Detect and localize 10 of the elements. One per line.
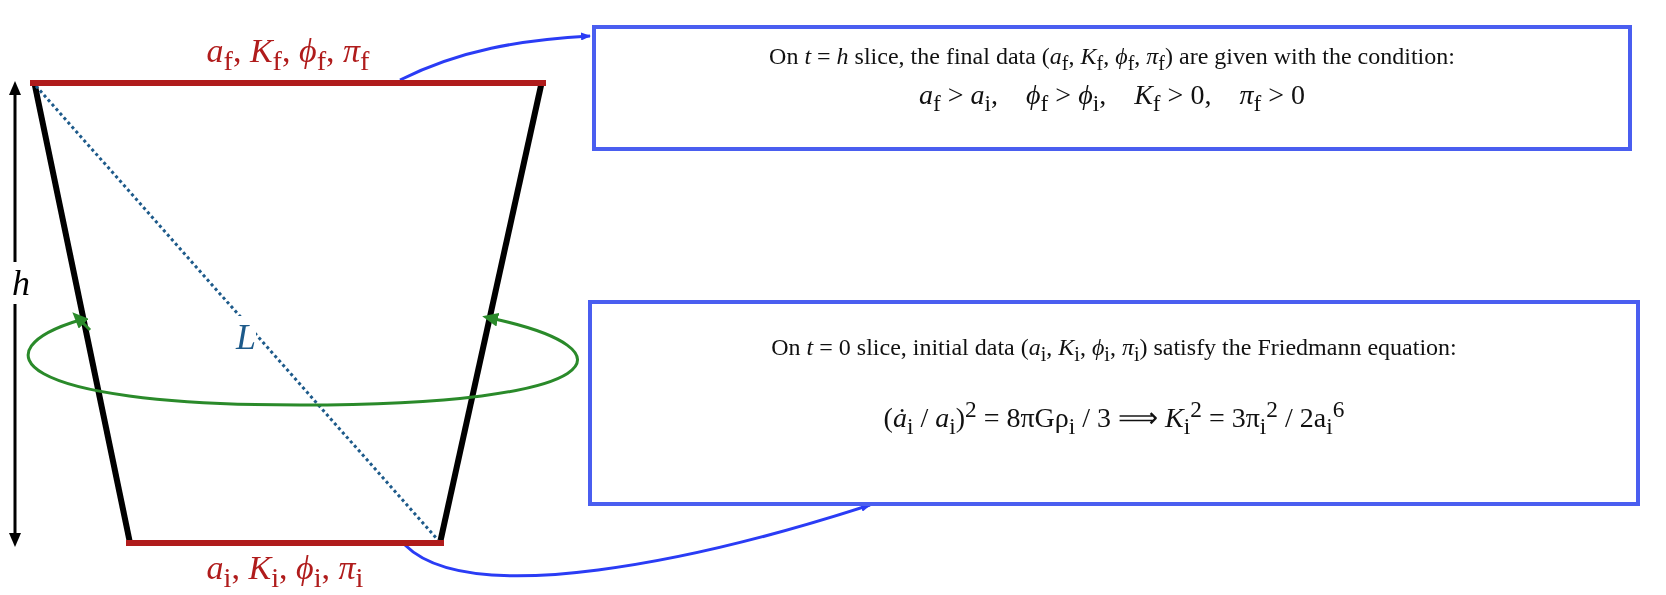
text-box: [588, 300, 1640, 506]
slice-line: a$_{i}$, K$_{i}$, ϕ$_{i}$, π$_{i}$: [126, 540, 444, 595]
dimension-label: h: [12, 262, 30, 304]
text-box: [592, 25, 1632, 151]
description-text: On t = 0 slice, initial data (a$_{i}$, K$_{i}$, ϕ$_{i}$, π$_{i}$) satisfy the Friedmann equation:: [770, 334, 1458, 366]
arrow: [399, 32, 591, 82]
description-text: On t = h slice, the final data (a$_{f}$, K$_{f}$, ϕ$_{f}$, π$_{f}$) are given with the condition:: [768, 43, 1456, 75]
slice-line: a$_{f}$, K$_{f}$, ϕ$_{f}$, π$_{f}$: [30, 32, 546, 86]
arrow: [404, 503, 871, 578]
equation-text: a$_{f}$ > a$_{i}$, ϕ$_{f}$ > ϕ$_{i}$, K$_{f}$ > 0, π$_{f}$ > 0: [918, 78, 1306, 117]
